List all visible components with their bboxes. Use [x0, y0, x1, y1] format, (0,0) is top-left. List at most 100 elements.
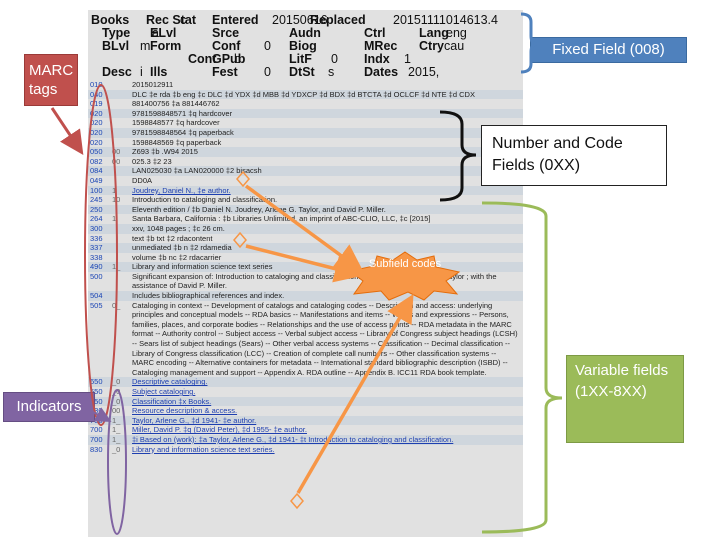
field-link[interactable]: Classification ‡x Books. — [132, 396, 212, 406]
marc-tag[interactable]: 504 — [90, 291, 103, 301]
field-content: 9781598848564 ‡q paperback — [132, 127, 234, 137]
marc-tag[interactable]: 020 — [90, 137, 103, 147]
field-indicators: 1_ — [112, 415, 121, 425]
fixed-field-label: Type — [102, 26, 131, 40]
marc-tag[interactable]: 830 — [90, 444, 103, 454]
marc-tag[interactable]: 264 — [90, 214, 103, 224]
fixed-field-label: Ctrl — [364, 26, 386, 40]
fixed-field-value: 0 — [264, 65, 271, 79]
marc-tag[interactable]: 338 — [90, 252, 103, 262]
field-content: text ‡b txt ‡2 rdacontent — [132, 233, 213, 243]
marc-tag[interactable]: 700 — [90, 425, 103, 435]
indicators-callout: Indicators — [3, 392, 95, 422]
marc-tags-arrow — [50, 107, 84, 155]
field-content: 2015012911 — [132, 80, 174, 89]
fixed-field-label: ELvl — [150, 26, 177, 40]
marc-tag[interactable]: 500 — [90, 271, 103, 281]
field-link[interactable]: ‡i Based on (work): ‡a Taylor, Arlene G.… — [132, 434, 454, 444]
fixed-field-label: Lang — [419, 26, 449, 40]
fixed-field-label: LitF — [289, 52, 312, 66]
field-indicators: 1_ — [112, 262, 121, 272]
field-indicators: 1_ — [112, 425, 121, 435]
subfield-callout-burst — [348, 251, 461, 301]
field-indicators: 00 — [112, 406, 121, 416]
marc-tag[interactable]: 250 — [90, 204, 103, 214]
marc-tag[interactable]: 650 — [90, 377, 103, 387]
marc-tag[interactable]: 337 — [90, 243, 103, 253]
marc-tag[interactable]: 082 — [90, 156, 103, 166]
fixed-field-value: 1 — [404, 52, 411, 66]
field-link[interactable]: Subject cataloging. — [132, 387, 196, 396]
fixed-field-value: s — [328, 65, 335, 79]
marc-tag[interactable]: 020 — [90, 127, 103, 137]
fixed-field-label: Srce — [212, 26, 240, 40]
fixed-field-label: Ctry — [419, 39, 445, 53]
marc-tag[interactable]: 245 — [90, 195, 103, 205]
field-indicators: _0 — [112, 387, 121, 396]
field-link[interactable]: Taylor, Arlene G., ‡d 1941- ‡e author. — [132, 415, 257, 425]
marc-tag[interactable]: 010 — [90, 80, 103, 89]
fixed-field-value: i — [140, 65, 143, 79]
marc-field-row: 084 LAN025030 ‡a LAN020000 ‡2 bisacsh — [88, 166, 523, 176]
marc-field-row: 020 1598848577 ‡q hardcover — [88, 118, 523, 128]
field-link[interactable]: Joudrey, Daniel N., ‡e author. — [132, 185, 231, 195]
marc-tag[interactable]: 050 — [90, 147, 103, 157]
field-link[interactable]: Descriptive cataloging. — [132, 377, 208, 387]
marc-tag[interactable]: 336 — [90, 233, 103, 243]
marc-tag[interactable]: 700 — [90, 434, 103, 444]
marc-field-row: 010 2015012911 — [88, 80, 523, 90]
field-indicators: 10 — [112, 195, 121, 205]
field-indicators: 00 — [112, 147, 121, 157]
fixed-field-value: 20151111014613.4 — [393, 13, 498, 27]
field-content: 1598848577 ‡q hardcover — [132, 118, 220, 128]
marc-tag[interactable]: 040 — [90, 89, 103, 99]
fixed-field-label: Cont — [188, 52, 217, 66]
fixed-field-label: GPub — [212, 52, 246, 66]
fixed-field-label: Dates — [364, 65, 399, 79]
field-link[interactable]: Library and information science text ser… — [132, 444, 275, 454]
fixed-field-label: DtSt — [289, 65, 315, 79]
field-content: DD0A — [132, 175, 153, 185]
marc-tag[interactable]: 020 — [90, 108, 103, 118]
field-link[interactable]: Resource description & access. — [132, 406, 238, 416]
marc-tag[interactable]: 300 — [90, 223, 103, 233]
field-content: volume ‡b nc ‡2 rdacarrier — [132, 252, 222, 262]
marc-tag[interactable]: 490 — [90, 262, 103, 272]
marc-tag[interactable]: 019 — [90, 99, 103, 109]
marc-tag[interactable]: 505 — [90, 300, 103, 310]
field-indicators: _0 — [112, 444, 121, 454]
field-content: Eleventh edition / ‡b Daniel N. Joudrey,… — [132, 204, 386, 214]
fixed-field-label: Replaced — [310, 13, 366, 27]
fixed-field-value: c — [180, 13, 187, 27]
fixed-field-value: b — [234, 52, 241, 66]
fixed-field-value: eng — [446, 26, 467, 40]
subfield-codes-callout: Subfield codes — [344, 250, 466, 302]
field-indicators: 00 — [112, 156, 121, 166]
field-content: LAN025030 ‡a LAN020000 ‡2 bisacsh — [132, 166, 262, 176]
field-content: 881400756 ‡a 881446762 — [132, 99, 220, 109]
fixed-field-value: 20150616 — [272, 13, 328, 27]
fixed-field-value: 0 — [264, 39, 271, 53]
marc-field-row: 830 _0 Library and information science tex… — [88, 445, 523, 455]
field-content: unmediated ‡b n ‡2 rdamedia — [132, 243, 232, 253]
fixed-field-label: Biog — [289, 39, 317, 53]
fixed-field-value: cau — [444, 39, 465, 53]
fixed-field-label: Rec Stat — [146, 13, 197, 27]
fixed-field-label: Desc — [102, 65, 132, 79]
field-content: Library and information science text ser… — [132, 262, 273, 272]
marc-tag[interactable]: 020 — [90, 118, 103, 128]
field-indicators: 0_ — [112, 300, 121, 310]
marc-tag[interactable]: 084 — [90, 166, 103, 176]
marc-tag[interactable]: 049 — [90, 175, 103, 185]
marc-field-row: 020 9781598848564 ‡q paperback — [88, 127, 523, 138]
marc-tag[interactable]: 100 — [90, 185, 103, 195]
field-link[interactable]: Miller, David P. ‡q (David Peter), ‡d 19… — [132, 425, 307, 435]
